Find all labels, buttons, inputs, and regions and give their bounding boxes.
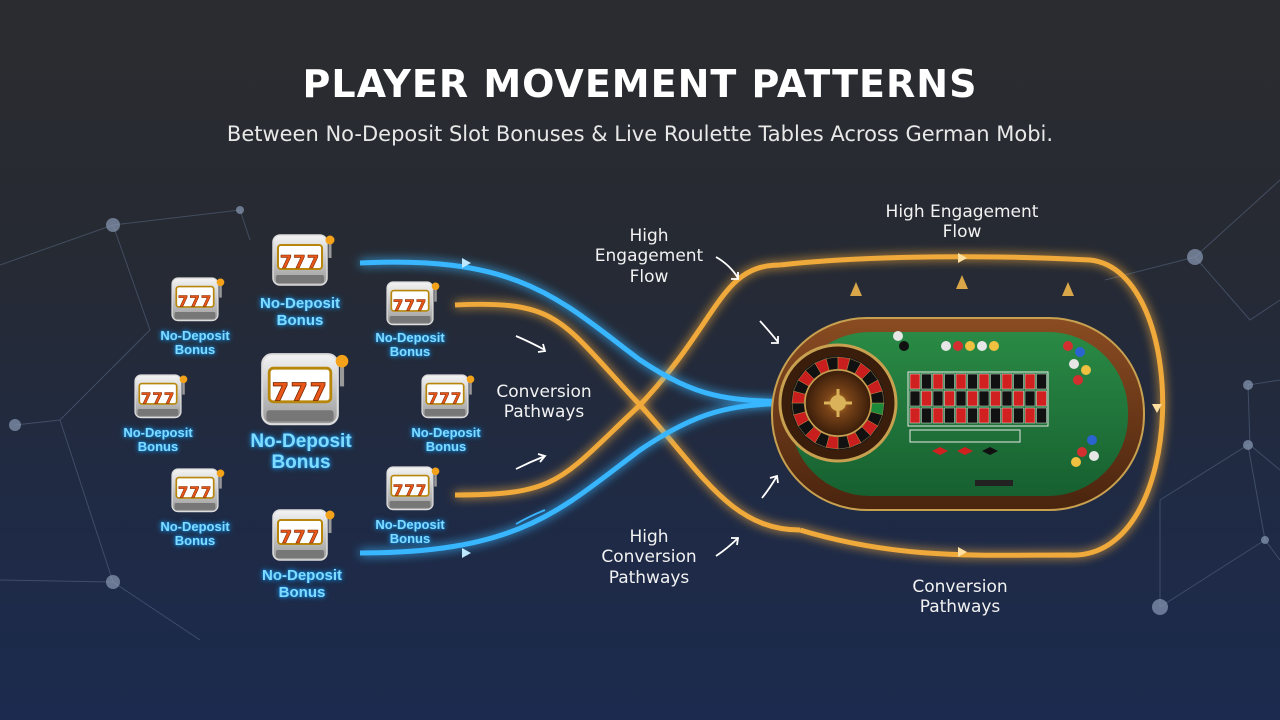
- label-high-engagement-top: High Engagement Flow: [885, 202, 1039, 243]
- slot-machine-icon: 777: [171, 277, 225, 322]
- pointer-arrow-7: [715, 537, 739, 557]
- svg-text:777: 777: [178, 292, 212, 310]
- table-lamps: [850, 275, 1074, 296]
- grid-bottom-row: [909, 429, 1021, 455]
- svg-text:777: 777: [280, 527, 321, 548]
- slot-machine-icon: 777: [272, 234, 335, 286]
- slot-machine-icon: 777: [421, 374, 475, 419]
- pointer-arrow-5: [515, 509, 546, 525]
- flow-arrowheads: [462, 253, 1162, 558]
- page-title: PLAYER MOVEMENT PATTERNS: [302, 62, 978, 106]
- slot-label-6: No-Deposit Bonus: [160, 519, 230, 549]
- svg-text:777: 777: [280, 252, 321, 273]
- dealer-slot: [975, 480, 1013, 486]
- slot-label-3: No-Deposit Bonus: [375, 330, 445, 360]
- gold-outer-loop: [779, 254, 1166, 558]
- slot-machines: 777 777 777 777 777 777 777 777 777: [134, 234, 475, 561]
- pointer-arrow-1: [715, 256, 739, 279]
- blue-flow-top: [359, 259, 791, 405]
- label-conversion-left: Conversion Pathways: [496, 382, 592, 423]
- grid-cells: [909, 373, 1047, 424]
- slot-machine-icon: 777: [261, 353, 349, 426]
- blue-flows: [359, 259, 791, 556]
- pointer-arrow-6: [761, 475, 778, 499]
- network-nodes: [9, 206, 1269, 615]
- svg-text:777: 777: [393, 481, 427, 499]
- svg-text:777: 777: [272, 377, 329, 406]
- slot-machine-icon: 777: [386, 466, 440, 511]
- arrowhead-gold-bottom: [958, 547, 967, 557]
- page-subtitle: Between No-Deposit Slot Bonuses & Live R…: [226, 122, 1054, 146]
- svg-text:777: 777: [178, 483, 212, 501]
- blue-flow-bottom: [359, 400, 791, 556]
- svg-text:777: 777: [141, 389, 175, 407]
- pointer-arrows: [515, 256, 779, 557]
- betting-grid: [907, 371, 1049, 427]
- arrowhead-gold-right: [1152, 404, 1162, 413]
- roulette-wheel: [778, 343, 898, 463]
- slot-label-2: No-Deposit Bonus: [260, 295, 340, 329]
- arrowhead-gold-top: [958, 253, 967, 263]
- slot-machine-icon: 777: [134, 374, 188, 419]
- slot-label-featured: No-Deposit Bonus: [250, 431, 352, 473]
- gold-flows: [454, 254, 1166, 558]
- arrowhead-blue-top: [462, 258, 471, 268]
- arrowhead-blue-bottom: [462, 548, 471, 558]
- svg-text:777: 777: [428, 389, 462, 407]
- chip-stacks: [893, 331, 1099, 467]
- slot-machine-icon: 777: [386, 281, 440, 326]
- slot-label-5: No-Deposit Bonus: [411, 425, 481, 455]
- svg-text:777: 777: [393, 296, 427, 314]
- pointer-arrow-4: [515, 455, 546, 470]
- slot-label-7: No-Deposit Bonus: [375, 517, 445, 547]
- label-high-conversion: High Conversion Pathways: [601, 527, 697, 588]
- label-high-engagement-left: High Engagement Flow: [594, 226, 704, 287]
- roulette-table: [771, 275, 1145, 511]
- gold-flow-lower: [454, 262, 781, 498]
- slot-machine-icon: 777: [171, 468, 225, 513]
- pointer-arrow-3: [515, 335, 546, 351]
- slot-machine-icon: 777: [272, 509, 335, 561]
- slot-label-8: No-Deposit Bonus: [262, 567, 342, 601]
- pointer-arrow-2: [759, 320, 779, 343]
- label-conversion-bottom: Conversion Pathways: [912, 577, 1008, 618]
- slot-label-1: No-Deposit Bonus: [160, 328, 230, 358]
- slot-label-4: No-Deposit Bonus: [123, 425, 193, 455]
